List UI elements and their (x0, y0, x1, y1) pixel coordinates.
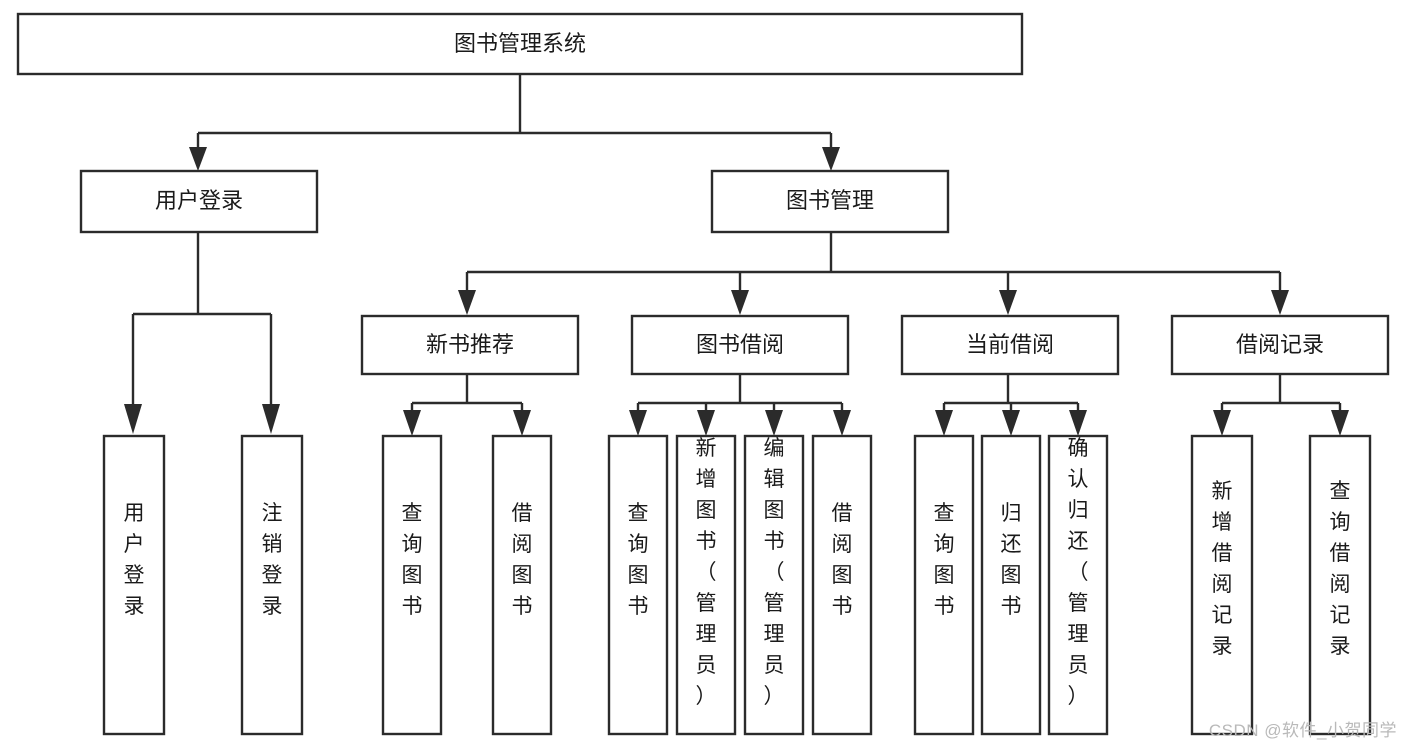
leaf-query-book-1-box[interactable] (381, 434, 443, 736)
arrow-leaf-add-record (1213, 410, 1231, 436)
node-root-box[interactable] (16, 12, 1024, 76)
node-current-borrow-label: 当前借阅 (966, 332, 1054, 357)
leaf-user-login-label: 用户登录 (124, 502, 145, 618)
leaf-confirm-return[interactable]: 确认归还（管理员） (1047, 434, 1109, 736)
leaf-confirm-return-label: 确认归还（管理员） (1068, 437, 1089, 708)
arrow-leaf-add-book (697, 410, 715, 436)
node-new-book-rec-label: 新书推荐 (426, 332, 514, 357)
leaf-query-book-3-label: 查询图书 (934, 502, 955, 618)
leaf-edit-book-label: 编辑图书（管理员） (764, 437, 785, 708)
leaf-add-record-label: 新增借阅记录 (1212, 480, 1233, 658)
node-current-borrow-box[interactable] (900, 314, 1120, 376)
arrow-to-book-manage (822, 147, 840, 171)
leaf-user-login-box[interactable] (102, 434, 166, 736)
leaf-borrow-book-2-box[interactable] (811, 434, 873, 736)
leaf-query-record-box[interactable] (1308, 434, 1372, 736)
leaf-add-book-label: 新增图书（管理员） (696, 437, 717, 708)
leaf-query-book-2-label: 查询图书 (628, 502, 649, 618)
node-current-borrow[interactable]: 当前借阅 (900, 314, 1120, 376)
arrow-leaf-return-book (1002, 410, 1020, 436)
leaf-query-record[interactable]: 查询借阅记录 (1308, 434, 1372, 736)
node-user-login[interactable]: 用户登录 (79, 169, 319, 234)
node-book-manage[interactable]: 图书管理 (710, 169, 950, 234)
arrow-leaf-query-book-1 (403, 410, 421, 436)
node-new-book-rec-box[interactable] (360, 314, 580, 376)
leaf-query-record-label: 查询借阅记录 (1330, 480, 1351, 658)
leaf-borrow-book-1[interactable]: 借阅图书 (491, 434, 553, 736)
arrow-leaf-query-book-2 (629, 410, 647, 436)
leaf-add-record[interactable]: 新增借阅记录 (1190, 434, 1254, 736)
leaf-query-book-3-box[interactable] (913, 434, 975, 736)
arrow-to-user-login (189, 147, 207, 171)
leaf-user-login[interactable]: 用户登录 (102, 434, 166, 736)
leaf-add-book-box[interactable] (675, 434, 737, 736)
arrow-leaf-user-login (124, 404, 142, 434)
arrow-to-current-borrow (999, 290, 1017, 315)
leaf-add-record-box[interactable] (1190, 434, 1254, 736)
leaf-return-book[interactable]: 归还图书 (980, 434, 1042, 736)
node-book-borrow[interactable]: 图书借阅 (630, 314, 850, 376)
arrow-to-new-book-rec (458, 290, 476, 315)
node-book-borrow-box[interactable] (630, 314, 850, 376)
edges-layer (124, 75, 1349, 436)
node-root[interactable]: 图书管理系统 (16, 12, 1024, 76)
leaf-query-book-1[interactable]: 查询图书 (381, 434, 443, 736)
leaf-edit-book[interactable]: 编辑图书（管理员） (743, 434, 805, 736)
leaf-borrow-book-1-box[interactable] (491, 434, 553, 736)
arrow-leaf-borrow-book-1 (513, 410, 531, 436)
leaf-return-book-box[interactable] (980, 434, 1042, 736)
node-user-login-label: 用户登录 (155, 188, 243, 213)
node-borrow-record-label: 借阅记录 (1236, 332, 1324, 357)
leaf-logout-label: 注销登录 (262, 502, 283, 618)
leaf-borrow-book-1-label: 借阅图书 (512, 502, 533, 618)
leaf-logout-box[interactable] (240, 434, 304, 736)
leaf-add-book[interactable]: 新增图书（管理员） (675, 434, 737, 736)
arrow-to-borrow-record (1271, 290, 1289, 315)
node-book-manage-label: 图书管理 (786, 188, 874, 213)
leaf-logout[interactable]: 注销登录 (240, 434, 304, 736)
leaf-confirm-return-box[interactable] (1047, 434, 1109, 736)
node-borrow-record-box[interactable] (1170, 314, 1390, 376)
arrow-to-book-borrow (731, 290, 749, 315)
leaf-return-book-label: 归还图书 (1001, 502, 1022, 618)
arrow-leaf-query-book-3 (935, 410, 953, 436)
leaf-borrow-book-2[interactable]: 借阅图书 (811, 434, 873, 736)
leaf-edit-book-box[interactable] (743, 434, 805, 736)
arrow-leaf-edit-book (765, 410, 783, 436)
leaf-query-book-1-label: 查询图书 (402, 502, 423, 618)
csdn-watermark: CSDN @软件_小贺同学 (1208, 721, 1397, 740)
leaf-query-book-2[interactable]: 查询图书 (607, 434, 669, 736)
node-book-borrow-label: 图书借阅 (696, 332, 784, 357)
leaf-query-book-3[interactable]: 查询图书 (913, 434, 975, 736)
node-user-login-box[interactable] (79, 169, 319, 234)
arrow-leaf-confirm-return (1069, 410, 1087, 436)
arrow-leaf-borrow-book-2 (833, 410, 851, 436)
leaf-borrow-book-2-label: 借阅图书 (832, 502, 853, 618)
arrow-leaf-logout (262, 404, 280, 434)
arrow-leaf-query-record (1331, 410, 1349, 436)
node-borrow-record[interactable]: 借阅记录 (1170, 314, 1390, 376)
node-book-manage-box[interactable] (710, 169, 950, 234)
node-new-book-rec[interactable]: 新书推荐 (360, 314, 580, 376)
leaf-query-book-2-box[interactable] (607, 434, 669, 736)
node-root-label: 图书管理系统 (454, 31, 586, 56)
